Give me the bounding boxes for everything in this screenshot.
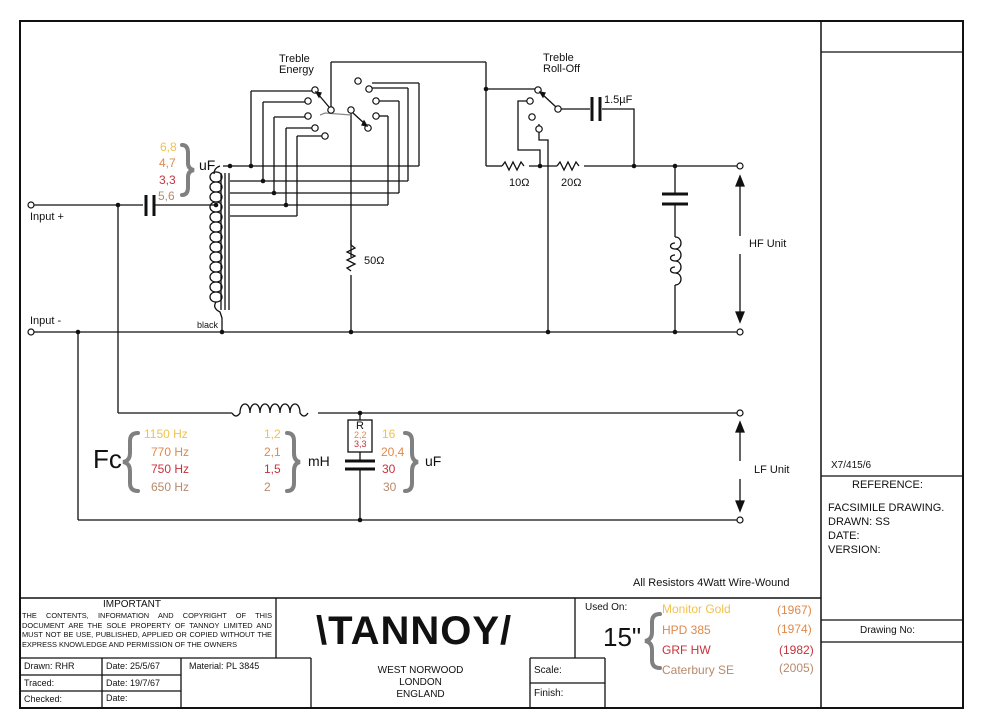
- lf-cap-4: 30: [383, 480, 397, 494]
- r-value-1: 2,2: [354, 430, 367, 440]
- mh-unit-label: mH: [308, 453, 330, 469]
- r10-label: 10Ω: [509, 177, 530, 189]
- model-year-1: (1967): [777, 603, 812, 617]
- lf-cap-2: 20,4: [381, 445, 405, 459]
- reference-line: FACSIMILE DRAWING.: [828, 502, 945, 514]
- model-name-4: Caterbury SE: [662, 663, 735, 677]
- lf-uf-brace: [403, 431, 419, 493]
- tannoy-logo: \TANNOY/: [316, 609, 513, 653]
- r20-label: 20Ω: [561, 177, 582, 189]
- input-minus-label: Input -: [30, 315, 62, 327]
- checked-by: Checked:: [24, 694, 63, 704]
- important-header: IMPORTANT: [103, 599, 161, 610]
- model-year-3: (1982): [779, 643, 814, 657]
- models-brace: [644, 612, 662, 670]
- cap-value-3: 3,3: [159, 173, 176, 187]
- drawing-frame: [19, 20, 964, 709]
- cap-value-1: 6,8: [160, 140, 177, 154]
- model-name-3: GRF HW: [662, 643, 711, 657]
- r-value-2: 3,3: [354, 439, 367, 449]
- cap-value-4: 5,6: [158, 189, 175, 203]
- cap-value-2: 4,7: [159, 156, 176, 170]
- used-on-label: Used On:: [585, 602, 628, 613]
- lf-cap-1: 16: [382, 427, 396, 441]
- black-wire-label: black: [197, 320, 219, 330]
- inductance-3: 1,5: [264, 462, 281, 476]
- fc-label: Fc: [93, 444, 122, 474]
- fc-freq-3: 750 Hz: [151, 462, 190, 476]
- fc-brace: [122, 431, 140, 493]
- model-year-2: (1974): [777, 622, 812, 636]
- inductance-4: 2: [264, 480, 271, 494]
- traced-by: Traced:: [24, 678, 55, 688]
- checked-date: Date:: [106, 693, 128, 703]
- hf-unit-label: HF Unit: [749, 238, 787, 250]
- traced-date: Date: 19/7/67: [106, 678, 161, 688]
- reference-block: FACSIMILE DRAWING. DRAWN: SS DATE: VERSI…: [828, 501, 944, 557]
- address-line: ENGLAND: [396, 689, 445, 700]
- reference-header: REFERENCE:: [852, 479, 923, 491]
- inductance-1: 1,2: [264, 427, 281, 441]
- cap-1-5uf-label: 1.5µF: [604, 94, 633, 106]
- fc-freq-1: 1150 Hz: [144, 427, 188, 441]
- uf-brace: [180, 143, 195, 197]
- address-line: WEST NORWOOD: [377, 665, 464, 676]
- r50-label: 50Ω: [364, 255, 385, 267]
- lf-uf-unit-label: uF: [425, 453, 442, 469]
- model-name-2: HPD 385: [662, 623, 711, 637]
- mh-brace: [285, 431, 301, 493]
- drawing-no-label: Drawing No:: [860, 625, 916, 636]
- drawing-code: X7/415/6: [831, 460, 872, 471]
- reference-line: DRAWN: SS: [828, 516, 890, 528]
- address-block: WEST NORWOOD LONDON ENGLAND: [311, 665, 530, 701]
- autotransformer-coil: [209, 165, 230, 332]
- drawn-by: Drawn: RHR: [24, 661, 75, 671]
- material: Material: PL 3845: [189, 661, 260, 671]
- reference-line: VERSION:: [828, 544, 881, 556]
- model-year-4: (2005): [779, 661, 814, 675]
- r-label: R: [356, 420, 364, 432]
- reference-line: DATE:: [828, 530, 860, 542]
- scale-label: Scale:: [534, 665, 562, 676]
- input-plus-label: Input +: [30, 211, 64, 223]
- cap-unit-label: uF: [199, 157, 216, 173]
- address-line: LONDON: [399, 677, 442, 688]
- fc-freq-4: 650 Hz: [151, 480, 190, 494]
- speaker-size: 15": [603, 622, 642, 652]
- finish-label: Finish:: [534, 688, 564, 699]
- lf-unit-label: LF Unit: [754, 464, 790, 476]
- drawn-date: Date: 25/5/67: [106, 661, 161, 671]
- inductance-2: 2,1: [264, 445, 281, 459]
- resistors-note: All Resistors 4Watt Wire-Wound: [633, 577, 790, 589]
- lf-cap-3: 30: [382, 462, 396, 476]
- model-name-1: Monitor Gold: [662, 602, 731, 616]
- fc-freq-2: 770 Hz: [151, 445, 190, 459]
- important-text: THE CONTENTS, INFORMATION AND COPYRIGHT …: [22, 611, 272, 649]
